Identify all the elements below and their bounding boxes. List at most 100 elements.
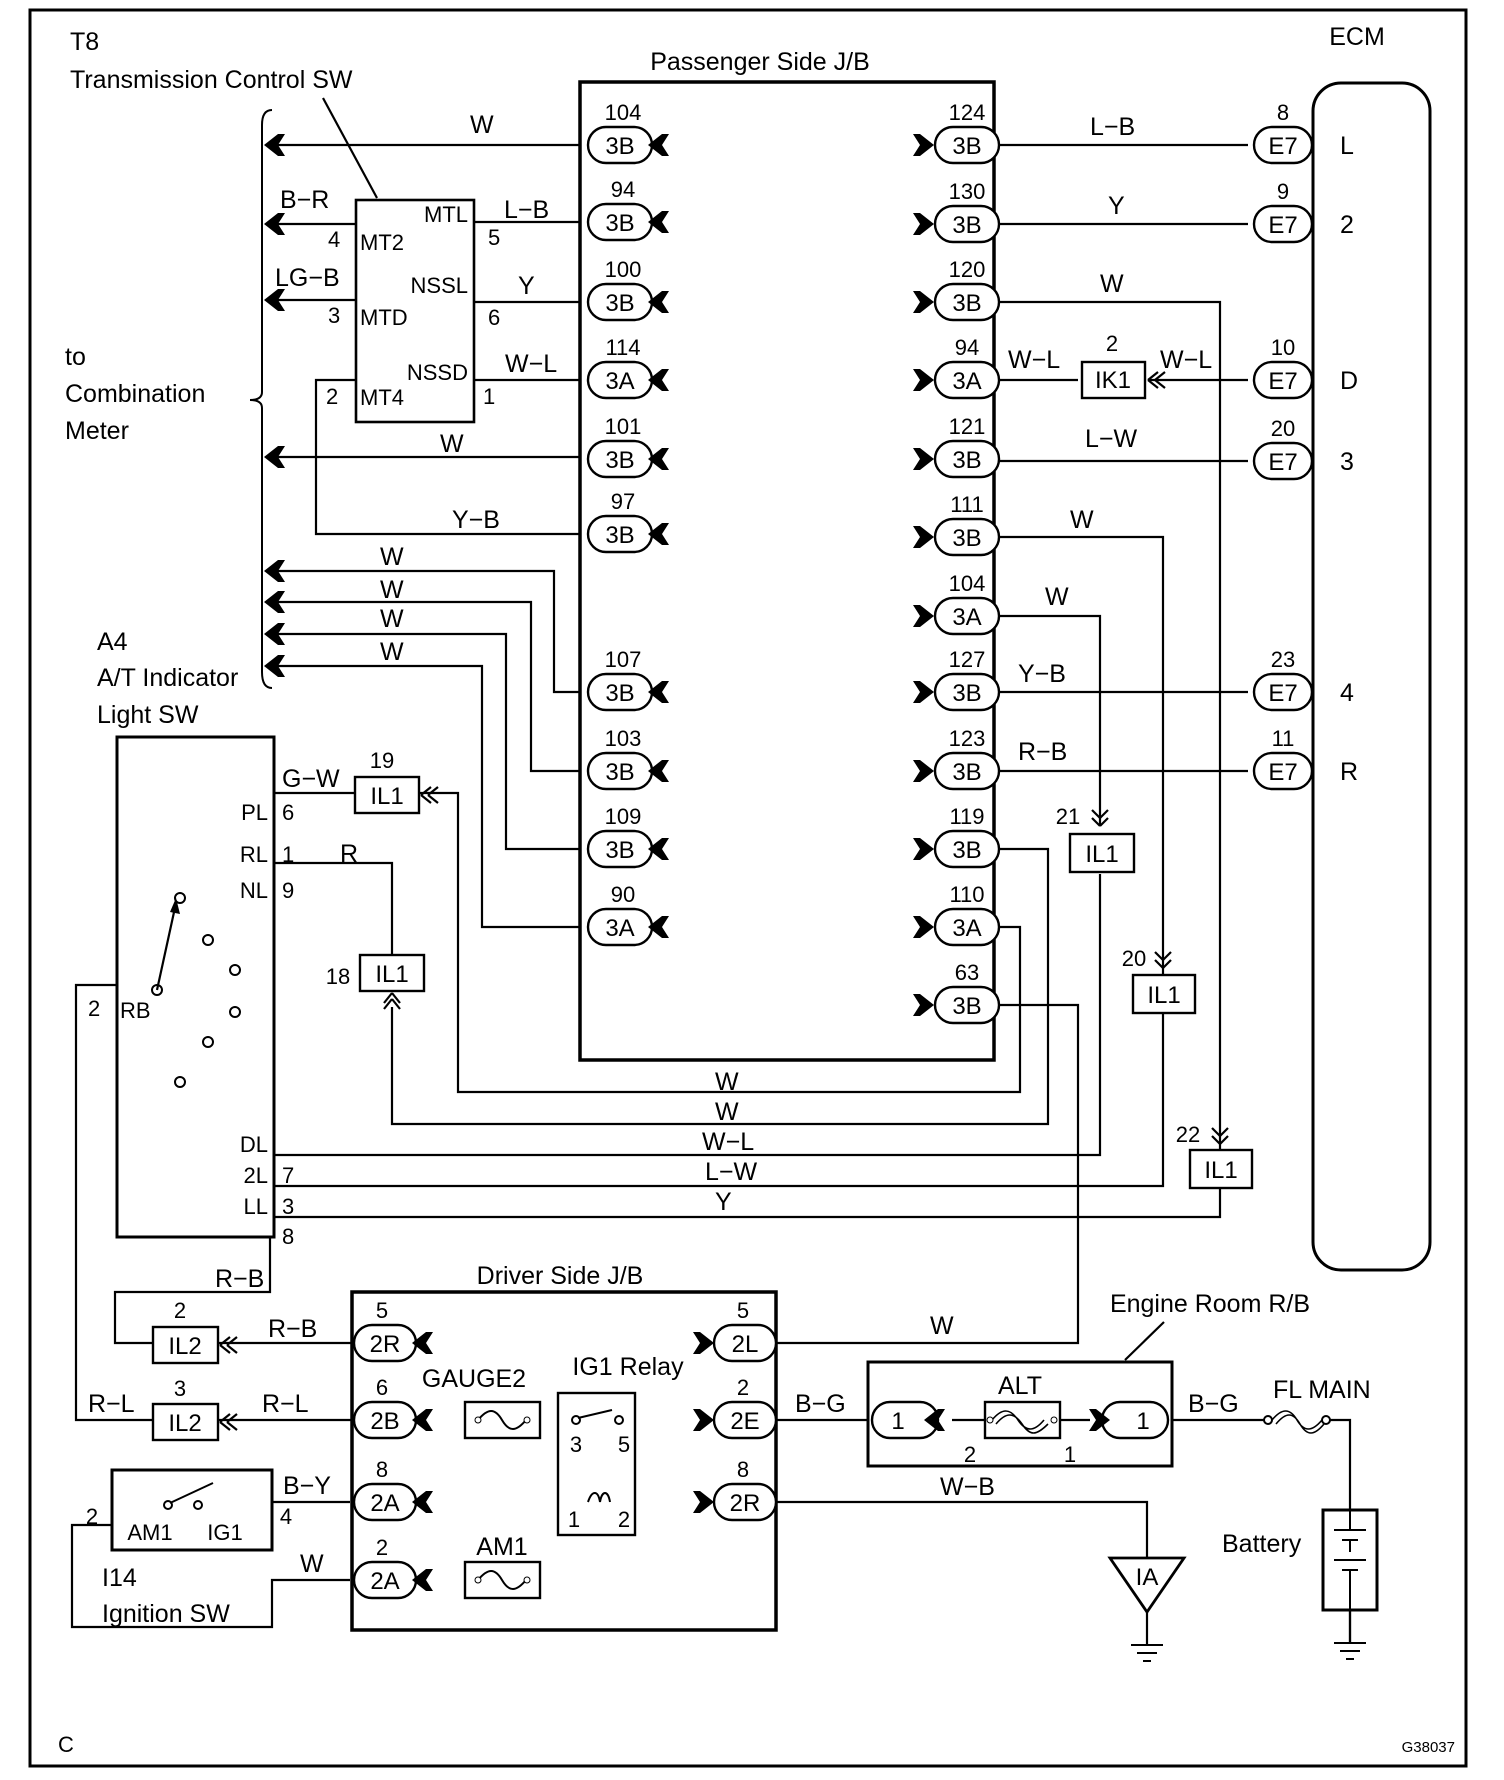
t8-leader (322, 97, 378, 199)
svg-text:W−L: W−L (505, 350, 557, 378)
connector-code: 3B (605, 759, 634, 786)
djb-right-connector-r1: 2L5 (712, 1298, 778, 1363)
ecm-signal-label: L (1340, 132, 1354, 160)
t8-term-mt2: MT2 (360, 230, 404, 255)
ign-term-am1: AM1 (127, 1520, 172, 1545)
svg-text:22: 22 (1176, 1122, 1200, 1147)
connector-oval (933, 282, 1001, 322)
t8-pin-6: 6 (488, 305, 500, 330)
connector-pin-number: 97 (611, 489, 635, 514)
connector-pin-number: 110 (949, 882, 984, 907)
connector-pin-number: 5 (376, 1298, 388, 1323)
svg-text:21: 21 (1056, 804, 1080, 829)
battery-symbol (1321, 1508, 1379, 1660)
connector-code: E7 (1268, 133, 1297, 160)
connector-code: 3B (952, 525, 981, 552)
connector-oval (1252, 204, 1314, 244)
connector-code: 3B (952, 759, 981, 786)
svg-text:Y: Y (715, 1188, 732, 1216)
il1-connector-21: IL1 21 (1056, 804, 1136, 874)
am1-fuse-label: AM1 (476, 1533, 527, 1561)
relay-pin-1: 1 (568, 1507, 580, 1532)
connector-oval (1252, 751, 1314, 791)
passenger-jb-title: Passenger Side J/B (650, 48, 870, 76)
a4-term-nl: NL (240, 878, 268, 903)
svg-text:L−B: L−B (1090, 113, 1135, 141)
t8-term-mtd: MTD (360, 305, 408, 330)
svg-text:L−W: L−W (705, 1158, 758, 1186)
connector-code: 3B (952, 447, 981, 474)
connector-pin-number: 124 (949, 100, 986, 125)
i14-code: I14 (102, 1564, 137, 1592)
relay-pin-2: 2 (618, 1507, 630, 1532)
connector-pin-number: 6 (376, 1375, 388, 1400)
connector-code: 3B (605, 290, 634, 317)
ecm-connector-9: E79 (1252, 179, 1314, 244)
passenger-jb-box (578, 80, 996, 1062)
il2-connector-2: IL2 2 (151, 1298, 238, 1365)
t8-pin-2: 2 (326, 384, 338, 409)
connector-oval (933, 517, 1001, 557)
connector-pin-number: 100 (605, 257, 642, 282)
t8-pin-4: 4 (328, 227, 340, 252)
a4-switch-arm (155, 902, 178, 991)
ecm-label: ECM (1329, 23, 1385, 51)
connector-pin-number: 104 (949, 571, 986, 596)
connector-pin-number: 120 (949, 257, 986, 282)
il1-connector-19: IL1 19 (353, 748, 439, 815)
connector-code: E7 (1268, 759, 1297, 786)
ecm-signal-label: 3 (1340, 448, 1354, 476)
svg-text:R−B: R−B (215, 1265, 264, 1293)
t8-name: Transmission Control SW (70, 66, 353, 94)
djb-left-connector-l3: 2A8 (352, 1457, 418, 1522)
a4-pin-7: 7 (282, 1163, 294, 1188)
connector-code: 3A (605, 915, 634, 942)
svg-text:W: W (715, 1098, 739, 1126)
fl-main-fuse (1263, 1410, 1331, 1434)
djb-left-connector-l4: 2A2 (352, 1535, 418, 1600)
ecm-signal-label: 2 (1340, 211, 1354, 239)
combination-meter-arrows (264, 134, 285, 677)
svg-text:W−L: W−L (1008, 346, 1060, 374)
connector-code: 3B (952, 680, 981, 707)
svg-text:R−B: R−B (268, 1315, 317, 1343)
connector-code: 3B (952, 837, 981, 864)
a4-name-line1: A/T Indicator (97, 664, 238, 692)
connector-code: 3A (605, 368, 634, 395)
combination-meter-to: to (65, 343, 86, 371)
connector-pin-number: 8 (737, 1457, 749, 1482)
connector-pin-number: 94 (611, 177, 635, 202)
connector-pin-number: 10 (1271, 335, 1295, 360)
svg-text:B−G: B−G (795, 1390, 846, 1418)
svg-text:W: W (440, 430, 464, 458)
il2-connector-3: IL2 3 (151, 1376, 238, 1442)
connector-code: 3B (605, 447, 634, 474)
connector-code: 3B (952, 212, 981, 239)
connector-oval (933, 751, 1001, 791)
svg-text:R: R (340, 840, 358, 868)
connector-pin-number: 9 (1277, 179, 1289, 204)
svg-text:3: 3 (174, 1376, 186, 1401)
ecm-connector-8: E78 (1252, 100, 1314, 165)
a4-term-2l: 2L (244, 1163, 268, 1188)
djb-left-connector-l1: 2R5 (352, 1298, 418, 1363)
svg-text:2: 2 (174, 1298, 186, 1323)
connector-oval (933, 596, 1001, 636)
connector-oval (933, 672, 1001, 712)
svg-text:20: 20 (1122, 946, 1146, 971)
driver-jb-title: Driver Side J/B (477, 1262, 644, 1290)
svg-text:W: W (470, 111, 494, 139)
svg-text:1: 1 (1136, 1408, 1149, 1435)
connector-code: 3B (952, 290, 981, 317)
